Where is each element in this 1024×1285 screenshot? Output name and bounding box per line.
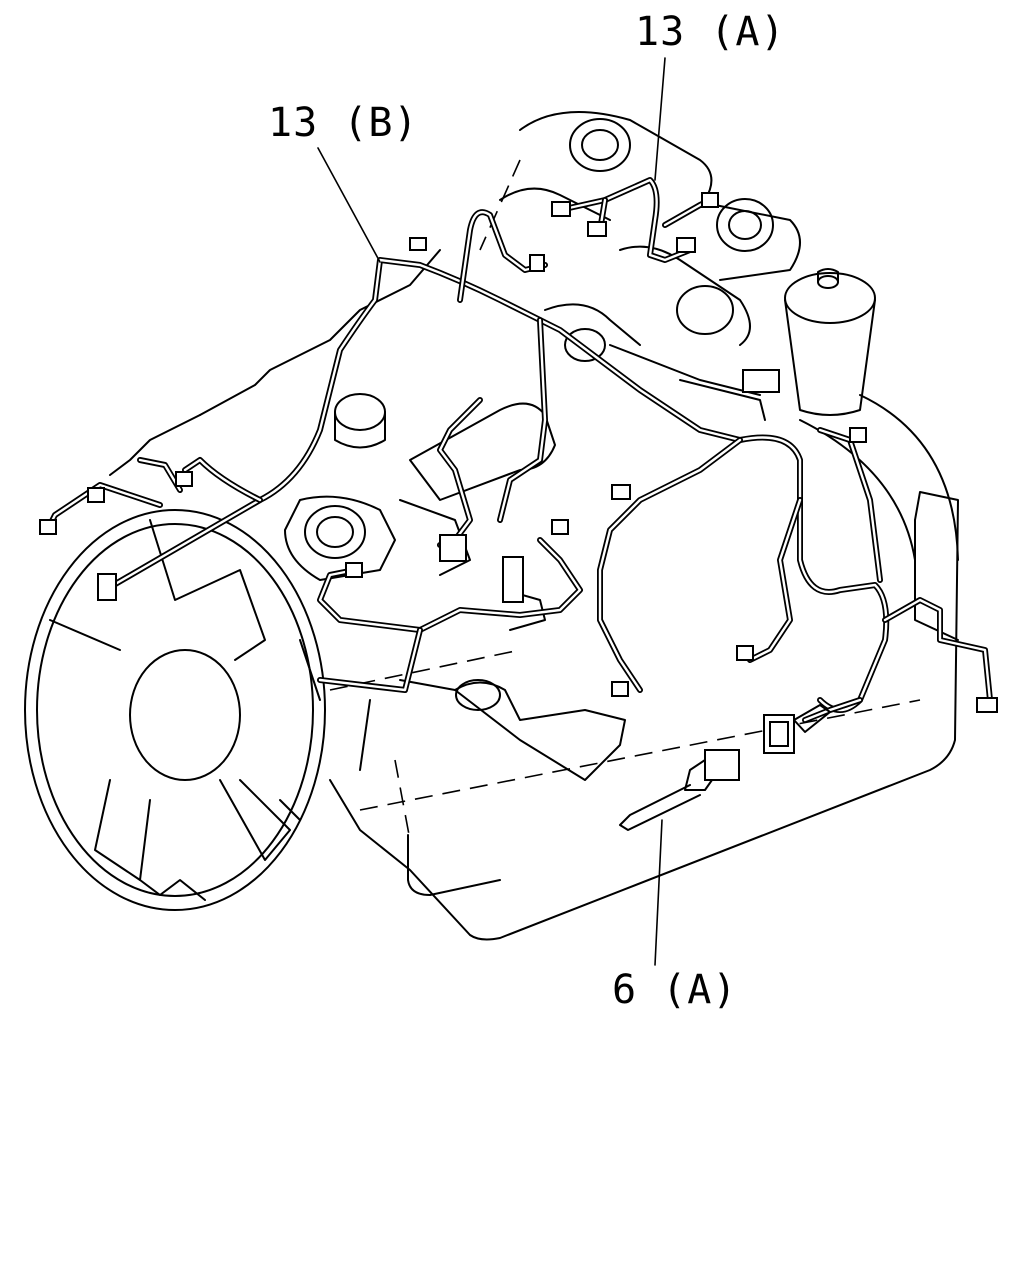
center-components <box>284 393 626 781</box>
fan <box>24 509 326 911</box>
harness-13b <box>47 257 993 723</box>
connectors <box>39 192 998 831</box>
manifold-pipes <box>499 111 801 421</box>
leader-lines <box>317 57 666 966</box>
oil-filter <box>784 268 876 416</box>
engine-block <box>109 159 959 941</box>
callout-6a-label: 6 (A) <box>612 967 738 1013</box>
harness-13a <box>437 177 718 548</box>
callout-13b-label: 13 (B) <box>268 100 419 146</box>
callout-13a-label: 13 (A) <box>635 9 786 55</box>
